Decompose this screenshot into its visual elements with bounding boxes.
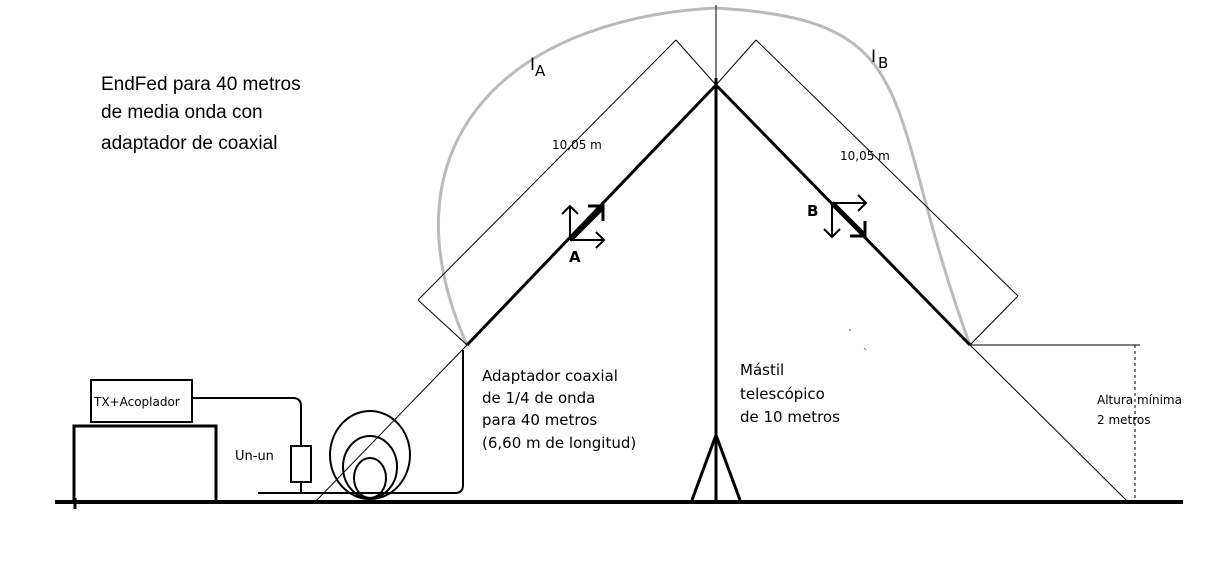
coax-adapter-text: Adaptador coaxial — [482, 367, 618, 385]
unun-box — [290, 445, 312, 483]
coax-coil — [329, 410, 411, 500]
current-label-a: IA — [530, 55, 546, 80]
svg-text:Altura mínima 2 metros: Altura mínima 2 metros — [1097, 393, 1186, 427]
height-marker — [970, 344, 1140, 500]
current-curve-a — [437, 6, 716, 346]
coax-adapter-text: para 40 metros — [482, 411, 597, 429]
length-label-a: 10,05 m — [552, 138, 602, 152]
coax-adapter-text: (6,60 m de longitud) — [482, 434, 636, 452]
length-label-b: 10,05 m — [840, 149, 890, 163]
height-text: 2 metros — [1097, 413, 1151, 427]
feed-wire — [192, 397, 302, 446]
coax-adapter-text: de 1/4 de onda — [482, 389, 595, 407]
feed-slope-line — [314, 344, 468, 503]
title-line: de media onda con — [101, 102, 263, 123]
arrow-a-label: A — [569, 248, 581, 266]
svg-text:EndFed para 40 metros de m: EndFed para 40 metros de media onda con … — [101, 74, 306, 154]
mast-text: Mástil — [740, 361, 784, 379]
arrow-b-icon — [823, 194, 868, 239]
equipment-table — [72, 424, 218, 500]
title-line: EndFed para 40 metros — [101, 74, 301, 95]
mast-text: telescópico — [740, 385, 825, 403]
stray-mark — [848, 328, 852, 332]
tx-coupler-box — [90, 379, 193, 423]
stray-mark — [863, 347, 867, 351]
coax-lead — [258, 350, 464, 494]
unun-label: Un-un — [235, 449, 274, 464]
mast-tripod — [690, 434, 742, 501]
dimension-lines — [417, 39, 1019, 346]
height-text: Altura mínima — [1097, 393, 1182, 407]
arrow-b-label: B — [807, 202, 818, 220]
current-curve-b — [714, 6, 972, 346]
svg-text:Adaptador coaxial de 1/4 d: Adaptador coaxial de 1/4 de onda para 40… — [482, 367, 636, 452]
arrow-a-icon — [561, 204, 606, 249]
tx-coupler-label: TX+Acoplador — [93, 395, 180, 409]
svg-text:Mástil telescópico de: Mástil telescópico de 10 metros — [740, 361, 840, 426]
mast-text: de 10 metros — [740, 408, 840, 426]
right-slope-line — [969, 344, 1129, 503]
title-line: adaptador de coaxial — [101, 133, 277, 154]
